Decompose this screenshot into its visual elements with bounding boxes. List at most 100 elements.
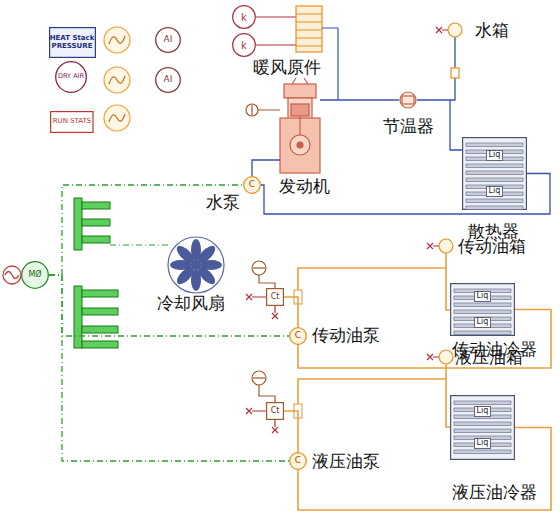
exchanger-fin — [454, 450, 511, 454]
box-outline — [267, 289, 284, 306]
oil-pipe — [298, 253, 450, 310]
heater-core — [256, 6, 338, 100]
engine-figure — [246, 78, 320, 173]
part-name: 节温器 — [383, 117, 434, 137]
heater-core — [296, 14, 322, 46]
engine-figure — [291, 104, 309, 116]
controller-wiring — [253, 267, 265, 268]
oil-pipe — [298, 364, 450, 427]
controller-block: Ct — [266, 402, 284, 420]
controller-wiring — [253, 377, 265, 378]
icon-group — [104, 105, 130, 131]
water-tank-symbol — [436, 27, 448, 33]
motor-symbol: MØ — [21, 261, 49, 289]
block-text: MØ — [28, 271, 41, 280]
signal-source — [3, 266, 21, 284]
block-text: C — [295, 331, 301, 341]
oil-tank-symbol — [439, 350, 453, 364]
signal-splitter — [74, 198, 168, 348]
air-block: DRY AIR — [55, 61, 87, 93]
part-name: 冷却风扇 — [157, 294, 225, 314]
block-text: AI — [164, 75, 173, 85]
signal-source — [3, 266, 21, 284]
signal-splitter — [82, 202, 110, 209]
controller-wiring — [252, 261, 266, 275]
heat-exchanger: LiqLiq — [450, 395, 515, 460]
water-tank-symbol — [436, 23, 462, 78]
fluid-tag: Liq — [486, 186, 504, 197]
icon-group — [104, 27, 130, 131]
signal-splitter — [82, 308, 118, 315]
signal-splitter — [82, 290, 118, 297]
fluid-tag: Liq — [474, 438, 492, 449]
block-text: k — [241, 40, 247, 51]
pipe-connector — [49, 275, 289, 336]
cooling-fan — [168, 237, 224, 293]
signal-splitter — [82, 219, 110, 226]
constant-block: k — [232, 5, 256, 29]
part-name: 传动油泵 — [312, 326, 380, 346]
heat-block: HEAT Stack PRESSURE — [49, 27, 96, 58]
fluid-tag: Liq — [474, 406, 492, 417]
part-name: 液压油箱 — [455, 348, 523, 368]
coolant-pipe — [252, 160, 280, 176]
shape-outline — [450, 395, 515, 460]
part-name: 水泵 — [206, 193, 240, 213]
circle-outline — [244, 177, 261, 194]
thermostat-symbol — [402, 96, 414, 104]
block-text: k — [241, 12, 247, 23]
exchanger-fin — [466, 143, 523, 147]
block-text: C — [249, 180, 255, 190]
engine-figure — [297, 142, 303, 148]
icon-group — [104, 67, 130, 93]
thermostat-symbol — [400, 92, 416, 108]
circle-outline — [233, 6, 256, 29]
box-outline — [49, 28, 95, 58]
signal-splitter — [82, 236, 110, 243]
circle-outline — [22, 262, 49, 289]
part-name: 暖风原件 — [253, 58, 321, 78]
engine-figure — [292, 78, 308, 140]
oil-tank-symbol — [427, 243, 439, 249]
controller-wiring — [259, 275, 275, 288]
pipe-connector — [284, 297, 298, 327]
exchanger-fin — [454, 401, 511, 405]
exchanger-outline — [463, 138, 527, 210]
exchanger-fin — [466, 178, 523, 182]
part-name: 液压油泵 — [312, 452, 380, 472]
exchanger-fin — [466, 164, 523, 168]
water-tank-symbol — [451, 68, 459, 78]
circle-outline — [156, 28, 181, 53]
exchanger-fin — [454, 429, 511, 433]
box-outline — [267, 403, 284, 420]
signal-splitter — [110, 245, 168, 246]
ai-block: AI — [155, 67, 181, 93]
exchanger-fin — [466, 199, 523, 203]
heater-core — [296, 6, 322, 52]
block-text: HEAT Stack PRESSURE — [49, 35, 96, 50]
fluid-tag: Liq — [474, 317, 492, 328]
pump-symbol: C — [289, 327, 307, 345]
signal-splitter — [74, 286, 82, 348]
part-name: 发动机 — [279, 177, 330, 197]
block-text: Ct — [271, 293, 280, 302]
exchanger-fin — [454, 303, 511, 307]
engine-figure — [284, 84, 316, 98]
block-text: RUN STATS — [53, 118, 92, 126]
exchanger-outline — [451, 396, 515, 460]
thermostat-symbol — [400, 92, 416, 108]
pump-symbol: C — [289, 452, 307, 470]
exchanger-fin — [454, 422, 511, 426]
exchanger-fin — [466, 206, 523, 210]
fluid-tag: Liq — [486, 150, 504, 161]
constant-block: k — [232, 33, 256, 57]
exchanger-outline — [451, 284, 515, 336]
exchanger-fin — [454, 331, 511, 335]
oil-tank-symbol — [427, 239, 453, 364]
pipe-connector — [49, 275, 289, 461]
heater-core — [256, 17, 296, 45]
cooling-fan — [191, 260, 201, 270]
icon-group — [109, 36, 125, 44]
circle-outline — [156, 68, 181, 93]
pipe-connector — [49, 185, 243, 275]
